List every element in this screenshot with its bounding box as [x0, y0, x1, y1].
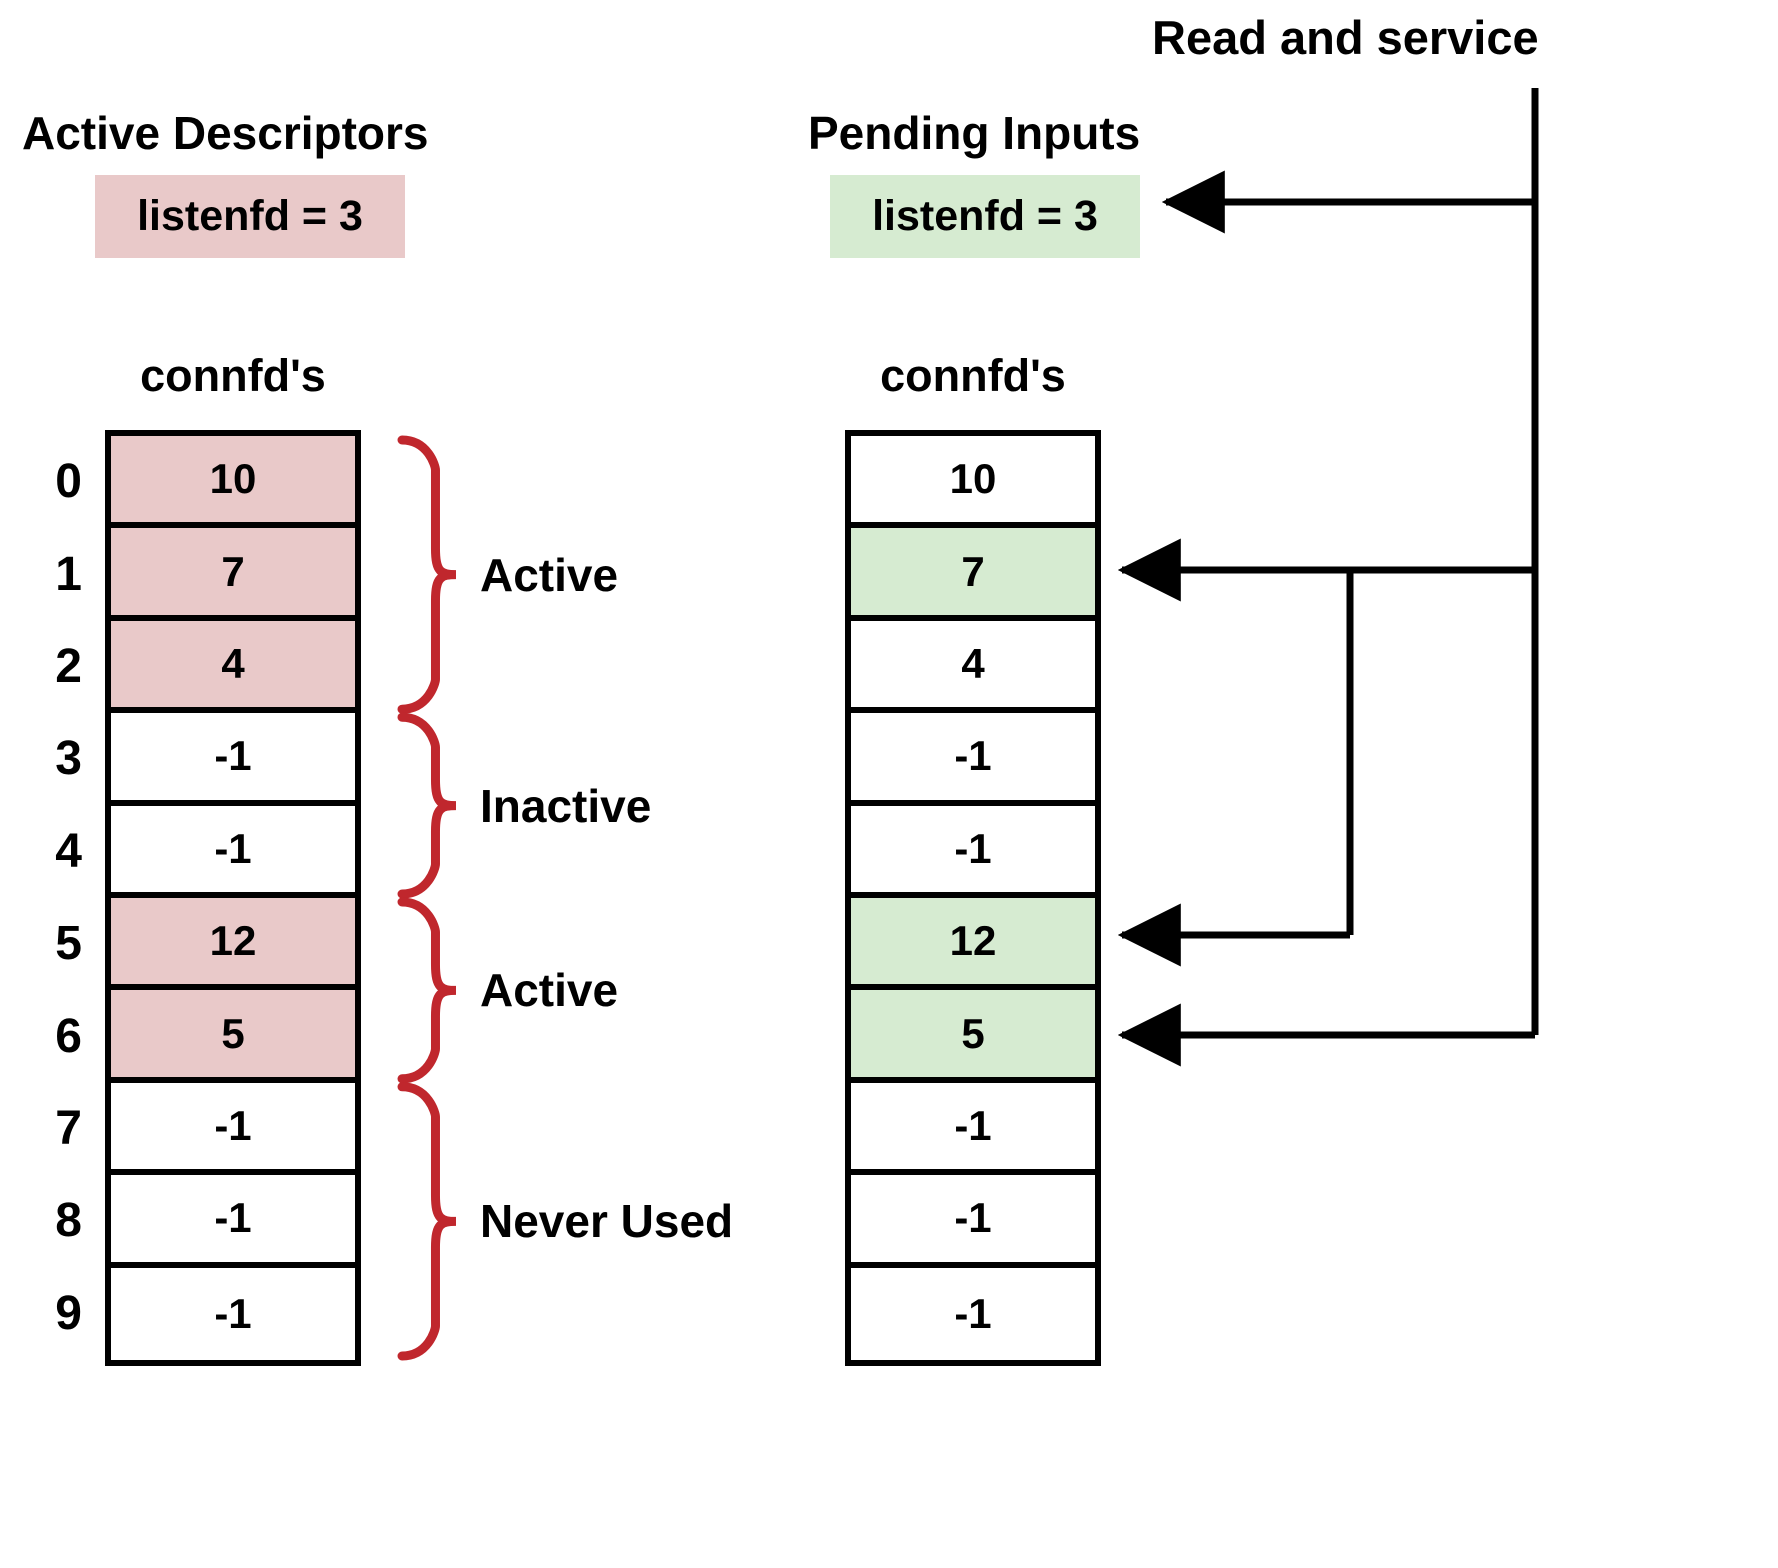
table-row: -1 — [851, 1082, 1095, 1176]
cell-value: 5 — [221, 1009, 245, 1057]
row-index-label: 8 — [55, 1194, 82, 1248]
table-row: -1 — [851, 1175, 1095, 1268]
table-row: -1 — [111, 1082, 355, 1176]
cell-value: 10 — [949, 455, 997, 503]
group-brace — [397, 897, 457, 1084]
row-index-label: 1 — [55, 547, 82, 601]
table-row: 7 — [111, 528, 355, 621]
left-listenfd-chip: listenfd = 3 — [95, 175, 405, 258]
brace-label: Never Used — [480, 1195, 734, 1248]
cell-value: 10 — [209, 455, 257, 503]
cell-value: -1 — [214, 1101, 252, 1149]
brace-label: Active — [480, 548, 619, 601]
brace-group — [397, 435, 457, 1361]
table-row: 10 — [851, 436, 1095, 529]
cell-value: -1 — [214, 1289, 252, 1337]
table-row: -1 — [111, 805, 355, 898]
table-row: 10 — [111, 436, 355, 529]
row-index-label: 6 — [55, 1009, 82, 1063]
cell-value: -1 — [214, 1194, 252, 1242]
cell-value: -1 — [954, 732, 992, 780]
cell-value: 12 — [949, 917, 997, 965]
left-column-header: connfd's — [140, 350, 326, 401]
pending-inputs-table: 10 7 4 -1 -1 12 5 -1 -1 -1 — [845, 430, 1101, 1366]
cell-value: -1 — [954, 824, 992, 872]
cell-value: -1 — [954, 1101, 992, 1149]
row-index-label: 7 — [55, 1102, 82, 1155]
read-and-service-label: Read and service — [1152, 11, 1539, 64]
table-row: 12 — [851, 898, 1095, 991]
brace-label: Active — [480, 964, 619, 1017]
table-row: 4 — [111, 620, 355, 714]
active-descriptors-table: 10 7 4 -1 -1 12 5 -1 -1 -1 — [105, 430, 361, 1366]
cell-value: 7 — [221, 547, 245, 595]
cell-value: 5 — [961, 1009, 985, 1057]
cell-value: -1 — [954, 1194, 992, 1242]
row-index-label: 4 — [55, 824, 82, 878]
row-index-label: 5 — [55, 917, 82, 971]
cell-value: -1 — [214, 824, 252, 872]
table-row: -1 — [851, 805, 1095, 898]
cell-value: -1 — [214, 732, 252, 780]
brace-label: Inactive — [480, 779, 652, 832]
row-index-label: 3 — [55, 732, 82, 786]
table-row: -1 — [111, 1267, 355, 1360]
right-panel-title: Pending Inputs — [808, 107, 1141, 159]
left-panel-title: Active Descriptors — [22, 107, 429, 159]
row-index-label: 9 — [55, 1286, 82, 1340]
right-column-header: connfd's — [880, 350, 1066, 401]
cell-value: 4 — [221, 639, 245, 687]
table-row: -1 — [111, 1175, 355, 1268]
cell-value: 4 — [961, 639, 985, 687]
group-brace — [397, 1082, 457, 1361]
arrow-group — [1117, 88, 1539, 1067]
table-row: 5 — [851, 990, 1095, 1083]
table-row: 5 — [111, 990, 355, 1083]
table-row: 7 — [851, 528, 1095, 621]
cell-value: 7 — [961, 547, 985, 595]
table-row: -1 — [851, 713, 1095, 806]
cell-value: -1 — [954, 1289, 992, 1337]
table-row: -1 — [851, 1267, 1095, 1360]
cell-value: 12 — [209, 917, 257, 965]
right-listenfd-chip: listenfd = 3 — [830, 175, 1140, 258]
table-row: 12 — [111, 898, 355, 991]
group-brace — [397, 435, 457, 714]
group-brace — [397, 712, 457, 899]
row-index-label: 2 — [55, 640, 82, 693]
row-index-label: 0 — [55, 455, 82, 509]
table-row: 4 — [851, 620, 1095, 714]
table-row: -1 — [111, 713, 355, 806]
